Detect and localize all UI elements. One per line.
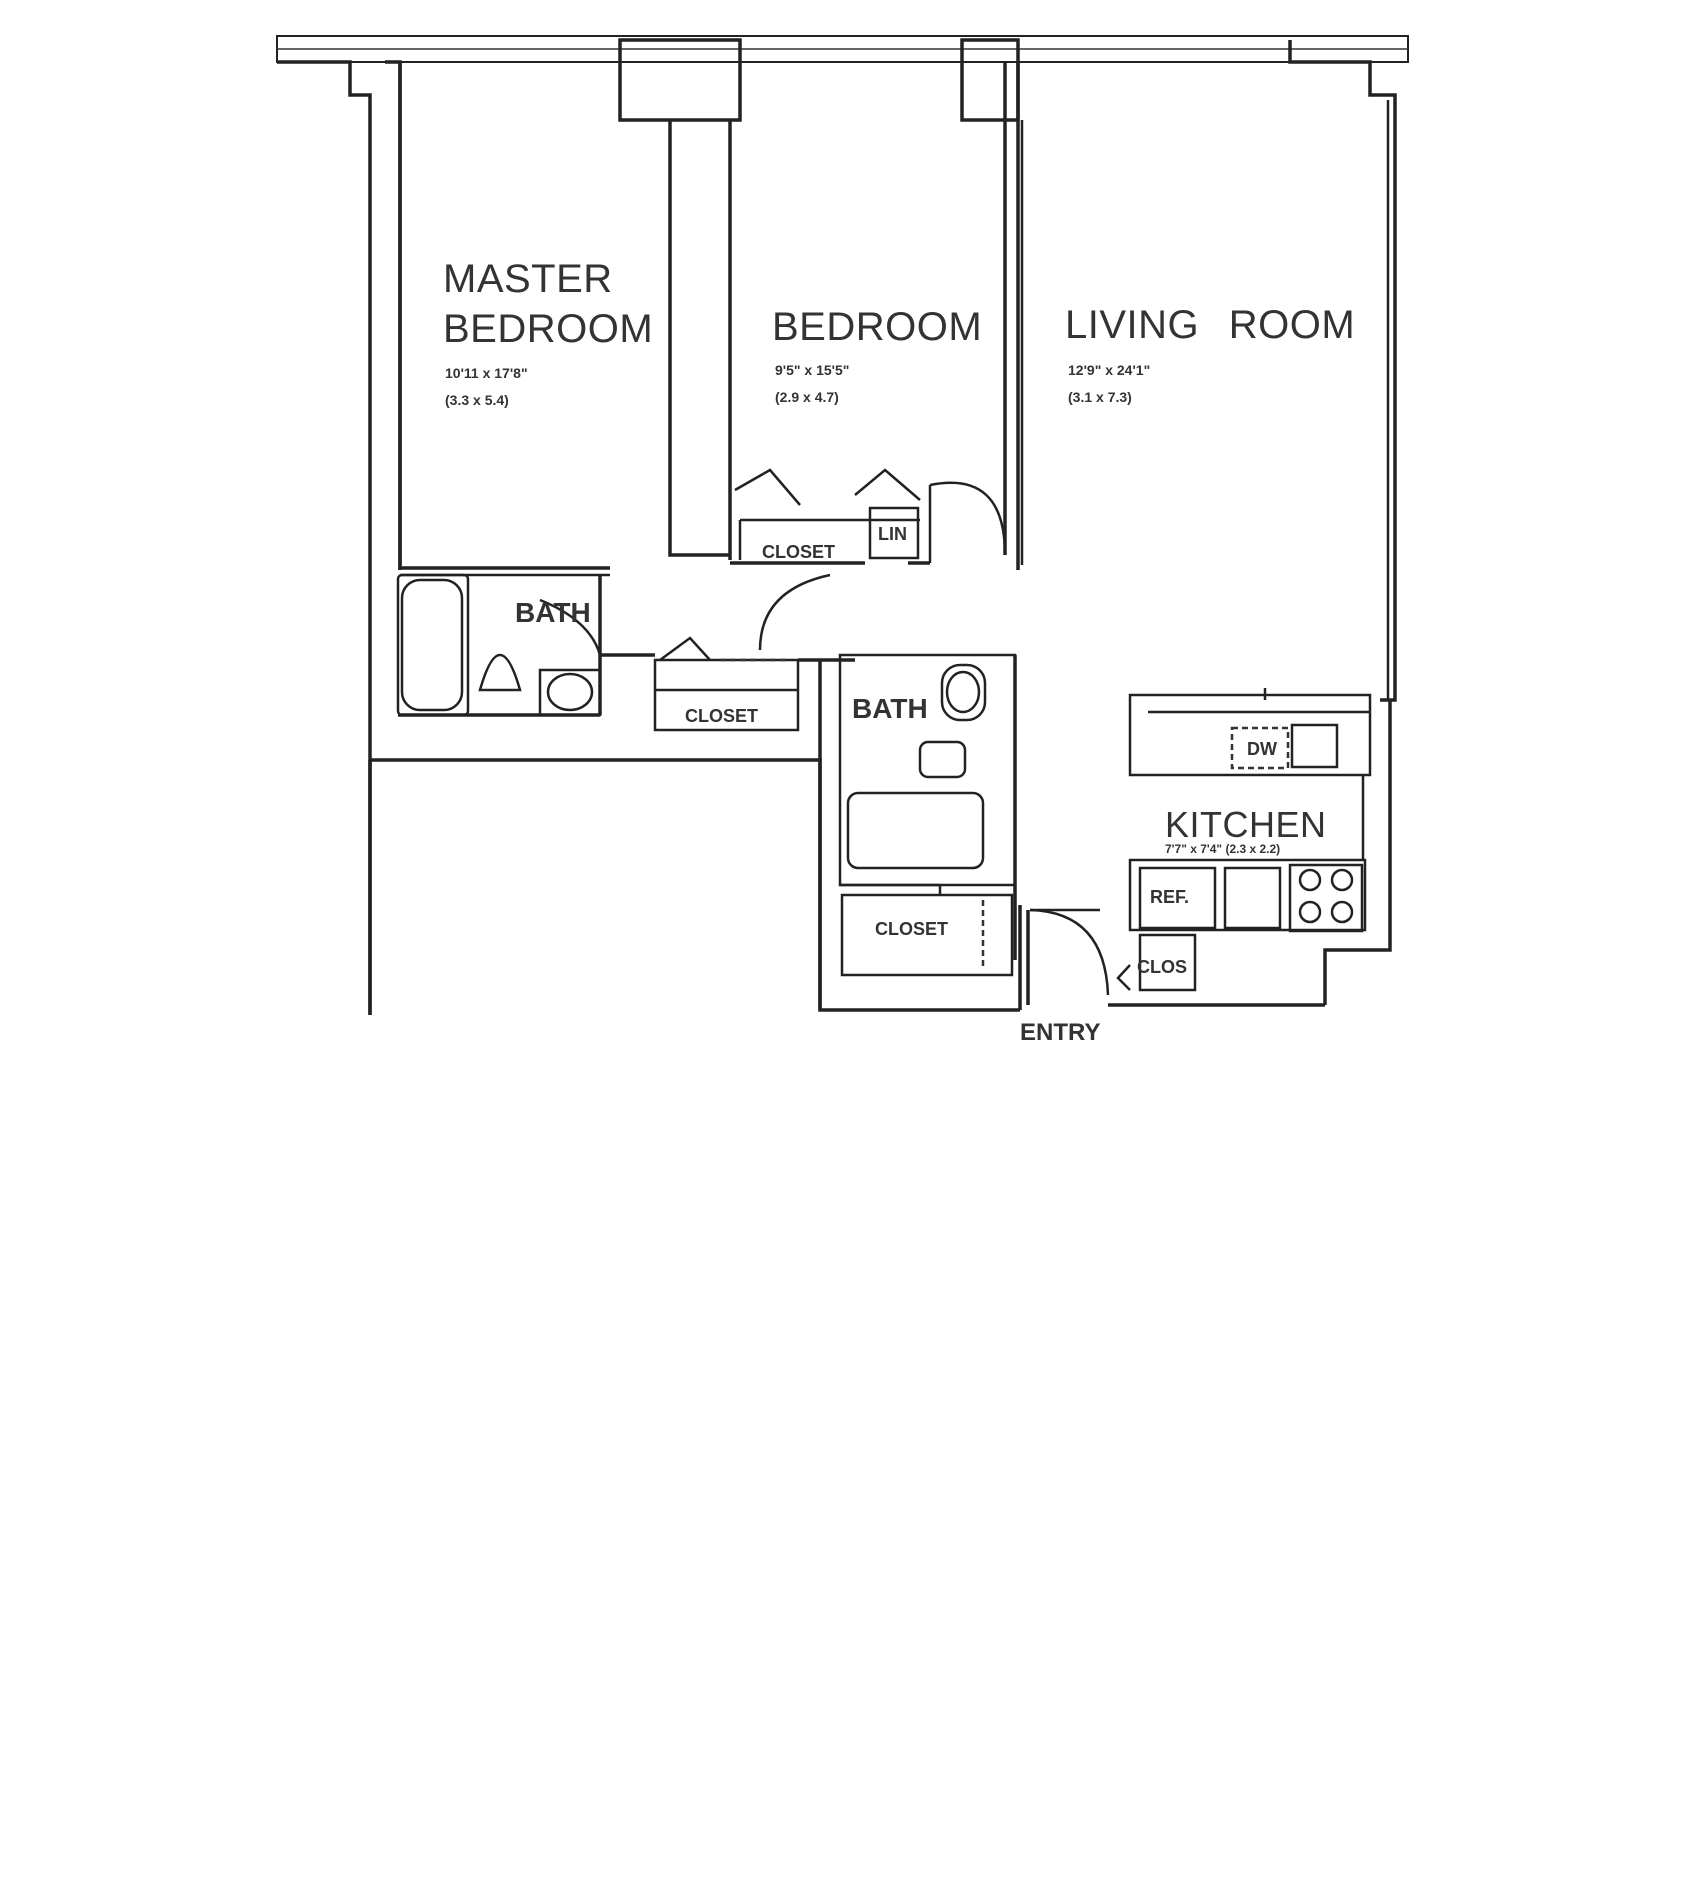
master-bath <box>396 573 602 717</box>
entry-closet-label: CLOSET <box>875 919 948 939</box>
entry-closet <box>840 893 1014 977</box>
living-room-dim-imperial: 12'9" x 24'1" <box>1068 362 1150 378</box>
hall-bath-label: BATH <box>852 693 928 724</box>
hall-bath <box>818 653 1017 1010</box>
master-bath-label: BATH <box>515 597 591 628</box>
entry-door <box>1018 905 1325 1010</box>
kitchen <box>1116 688 1392 1005</box>
bedroom-door <box>928 481 1007 563</box>
living-room-title: LIVING ROOM <box>1065 303 1355 347</box>
refrigerator-label: REF. <box>1150 887 1189 907</box>
exterior-top-wall <box>276 35 1409 1015</box>
kitchen-dim: 7'7" x 7'4" (2.3 x 2.2) <box>1165 842 1280 856</box>
bedroom-closet-label: CLOSET <box>762 542 835 562</box>
kitchen-title: KITCHEN <box>1165 804 1327 845</box>
bedroom-dim-imperial: 9'5" x 15'5" <box>775 362 849 378</box>
master-bedroom-title-line2: BEDROOM <box>443 307 653 351</box>
living-room-dim-metric: (3.1 x 7.3) <box>1068 389 1132 405</box>
bedroom-dim-metric: (2.9 x 4.7) <box>775 389 839 405</box>
bedroom-closet <box>734 468 921 560</box>
master-bedroom-dim-imperial: 10'11 x 17'8" <box>445 365 528 381</box>
master-bedroom-dim-metric: (3.3 x 5.4) <box>445 392 509 408</box>
entry-label: ENTRY <box>1020 1019 1100 1046</box>
kitchen-closet-label: CLOS <box>1137 957 1187 977</box>
hall-closet <box>600 636 855 732</box>
linen-closet-label: LIN <box>878 524 907 544</box>
bedroom-walls <box>730 62 1024 570</box>
dishwasher-label: DW <box>1247 739 1277 759</box>
master-bedroom-walls <box>368 62 1020 1015</box>
master-bedroom-door <box>758 573 831 651</box>
bedroom-title: BEDROOM <box>772 305 982 349</box>
hall-closet-label: CLOSET <box>685 706 758 726</box>
master-bedroom-title-line1: MASTER <box>443 257 613 301</box>
